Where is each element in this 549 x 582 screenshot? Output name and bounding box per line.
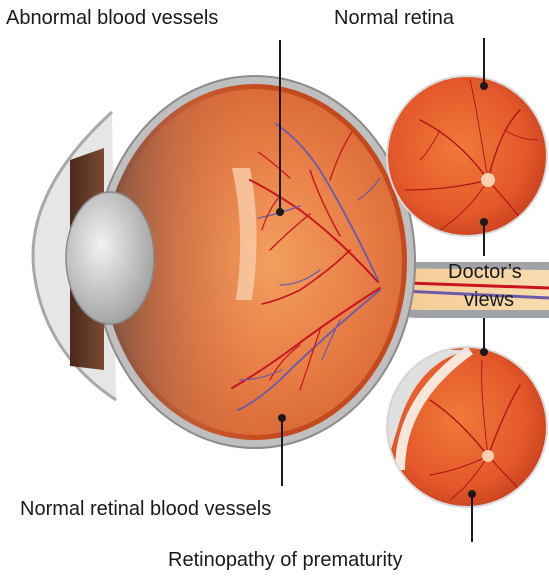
rop-retina-view <box>386 346 548 508</box>
label-abnormal-blood-vessels: Abnormal blood vessels <box>6 6 218 30</box>
label-normal-retina: Normal retina <box>334 6 454 30</box>
optic-disc <box>482 450 494 462</box>
label-retinopathy-of-prematurity: Retinopathy of prematurity <box>168 548 403 572</box>
label-doctors-views-line1: Doctor’s <box>448 260 522 284</box>
label-doctors-views-line2: views <box>464 288 514 312</box>
normal-retina-view <box>386 75 548 237</box>
optic-disc <box>481 173 495 187</box>
lens <box>66 192 154 324</box>
label-normal-retinal-blood-vessels: Normal retinal blood vessels <box>20 497 271 521</box>
